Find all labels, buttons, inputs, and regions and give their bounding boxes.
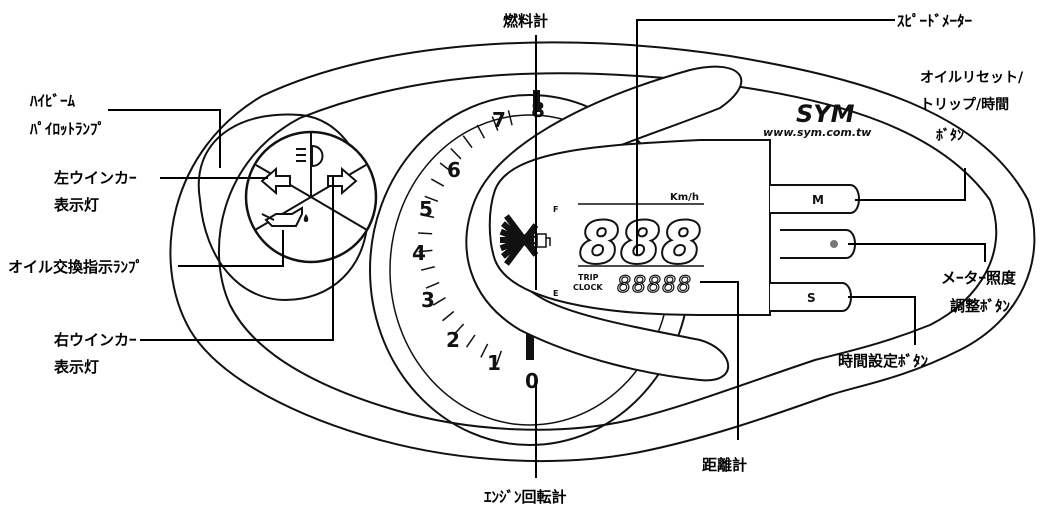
tach-tick (495, 350, 503, 366)
tach-tick (476, 124, 486, 139)
s-button[interactable]: S (770, 282, 852, 312)
label-right-turn-1: 右ウインカｰ (54, 331, 137, 349)
left-arrow-icon (260, 166, 291, 196)
label-brightness-1: メｰタｰ照度 (941, 269, 1017, 287)
label-right-turn-2: 表示灯 (54, 358, 99, 376)
fuel-empty-mark: E (553, 289, 558, 298)
tach-tick (465, 334, 476, 348)
tach-tick (462, 135, 473, 149)
brand-website: www.sym.com.tw (763, 126, 872, 139)
fuel-full-mark: F (553, 205, 558, 214)
tach-tick (432, 296, 446, 306)
m-button[interactable]: M (770, 184, 860, 214)
label-oil-reset-2: トリップ/時間 (920, 96, 1009, 113)
trip-label: TRIP (578, 273, 599, 282)
label-speedometer: ｽﾋﾟｰﾄﾞﾒｰﾀｰ (897, 12, 973, 30)
tach-number-6: 6 (447, 158, 461, 182)
label-left-turn-1: 左ウインカｰ (53, 169, 137, 187)
brightness-button[interactable] (780, 229, 856, 259)
tach-tick (418, 232, 433, 235)
speed-unit: Km/h (670, 192, 699, 203)
tach-tick (420, 265, 435, 271)
brand-logo: SYM (796, 100, 855, 128)
dashboard-housing (169, 41, 1036, 462)
fuel-bar-segment (504, 223, 539, 266)
tach-tick (425, 281, 440, 289)
tach-tick (430, 178, 445, 187)
tach-tick (418, 249, 433, 253)
tach-tick (424, 195, 439, 203)
label-brightness-2: 調整ﾎﾞﾀﾝ (950, 297, 1011, 315)
label-fuel-gauge: 燃料計 (503, 12, 548, 30)
label-high-beam-1: ﾊｲﾋﾞｰﾑ (29, 92, 76, 110)
tach-number-4: 4 (412, 241, 426, 265)
high-beam-icon (296, 144, 324, 168)
tach-tick (450, 147, 462, 160)
label-left-turn-2: 表示灯 (54, 196, 99, 214)
label-high-beam-2: ﾊﾟｲﾛｯﾄﾗﾝﾌﾟ (29, 120, 105, 138)
label-oil-reset-1: オイルリセット/ (920, 70, 1024, 86)
tach-tick (480, 343, 489, 358)
oil-can-icon (261, 206, 309, 227)
tachometer-ticks (418, 110, 513, 366)
label-time-set: 時間設定ﾎﾞﾀﾝ (838, 352, 929, 370)
tach-tick (442, 310, 455, 322)
tach-zero-redline (526, 330, 534, 360)
right-arrow-icon (327, 166, 358, 196)
tach-number-7: 7 (492, 108, 506, 132)
fuel-gauge-bars (499, 214, 539, 266)
brightness-dot-icon (830, 240, 838, 248)
label-tachometer: ｴﾝｼﾞﾝ回転計 (484, 488, 567, 506)
odometer-display: 88888 (617, 273, 692, 298)
tach-number-1: 1 (487, 351, 501, 375)
tach-tick (491, 116, 499, 131)
clock-label: CLOCK (573, 283, 603, 292)
s-button-label: S (807, 291, 816, 305)
label-odometer: 距離計 (702, 456, 747, 474)
tach-tick (453, 323, 465, 336)
tach-number-2: 2 (446, 328, 460, 352)
label-oil-reset-3: ﾎﾞﾀﾝ (936, 127, 964, 144)
tach-tick (420, 213, 435, 219)
tach-tick (439, 162, 452, 173)
label-oil-change: オイル交換指示ﾗﾝﾌﾟ (8, 258, 143, 276)
tach-number-5: 5 (419, 197, 433, 221)
tach-tick (507, 110, 513, 126)
tach-number-3: 3 (421, 288, 435, 312)
lcd-display (488, 139, 771, 316)
m-button-label: M (812, 193, 824, 207)
